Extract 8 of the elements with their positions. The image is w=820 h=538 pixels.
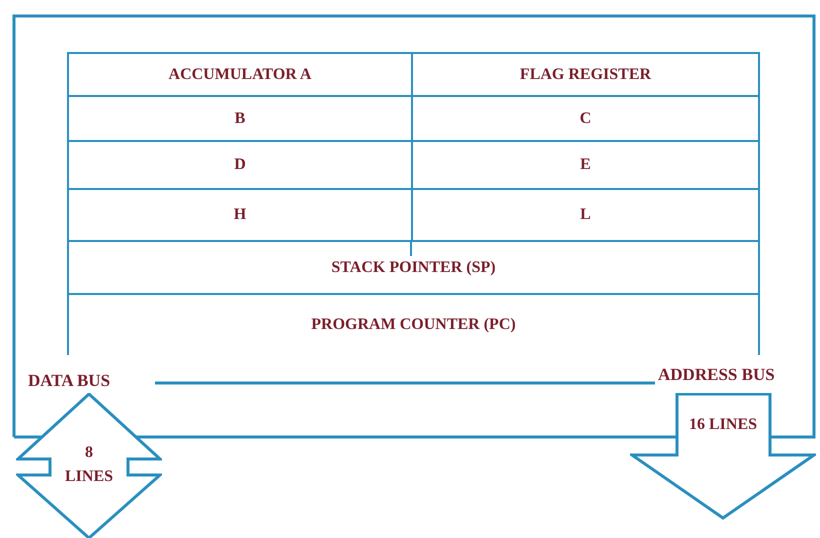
register-cell: FLAG REGISTER	[411, 52, 760, 97]
register-cell: ACCUMULATOR A	[67, 52, 413, 97]
line-count-text: 16 LINES	[688, 415, 758, 435]
down-arrow-shape	[630, 393, 816, 521]
line-count-text: 8 LINES	[64, 443, 114, 487]
double-arrow-shape	[16, 393, 162, 538]
register-cell: PROGRAM COUNTER (PC)	[67, 293, 760, 355]
register-cell: STACK POINTER (SP)	[67, 240, 760, 295]
